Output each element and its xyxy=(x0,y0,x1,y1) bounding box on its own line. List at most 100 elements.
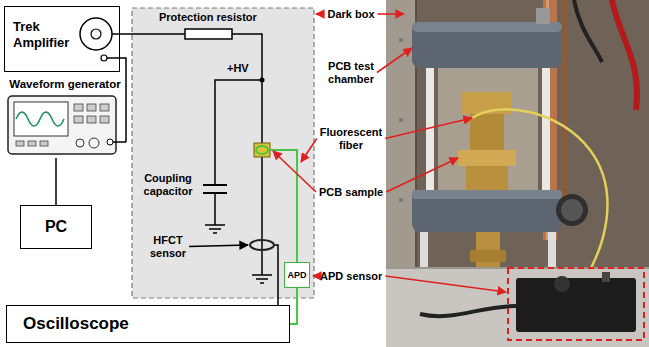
amplifier-symbol xyxy=(107,57,120,59)
part-label: Dark box xyxy=(328,8,375,21)
pcb-sample-symbol xyxy=(256,146,268,154)
node-text: Oscilloscope xyxy=(23,314,129,334)
hv-circuit-wires xyxy=(112,29,278,305)
setup-photo xyxy=(508,268,644,340)
setup-photo xyxy=(458,150,516,166)
setup-photo xyxy=(466,166,508,190)
pc-box: PC xyxy=(20,205,92,249)
generator-icon xyxy=(87,104,96,111)
generator-icon xyxy=(74,116,83,123)
leader-arrow xyxy=(377,48,412,73)
hv-circuit-wires xyxy=(112,33,185,35)
apd-box: APD xyxy=(284,262,310,288)
oscilloscope-box: Oscilloscope xyxy=(6,305,290,343)
generator-icon xyxy=(74,104,83,111)
setup-photo xyxy=(412,190,562,232)
hv-circuit-wires xyxy=(185,29,232,39)
hv-circuit-wires xyxy=(232,34,262,143)
leader-arrow xyxy=(273,151,316,192)
setup-photo xyxy=(516,278,636,332)
connector xyxy=(120,58,126,142)
setup-photo xyxy=(412,22,562,68)
setup-photo xyxy=(420,306,516,316)
hv-circuit-wires xyxy=(274,245,278,305)
leader-arrow xyxy=(301,139,317,163)
setup-photo xyxy=(470,250,506,262)
fluorescent-fiber-line xyxy=(270,150,297,262)
pcb-sample-symbol xyxy=(254,143,270,157)
node-text: PC xyxy=(45,217,67,236)
leader-arrow xyxy=(385,276,506,292)
setup-photo xyxy=(399,198,403,202)
dark-box-region xyxy=(132,8,314,298)
connector xyxy=(55,158,57,205)
hv-circuit-wires xyxy=(261,157,263,275)
setup-photo xyxy=(548,232,556,268)
generator-icon xyxy=(113,141,126,143)
hfct-sensor-symbol xyxy=(250,240,274,250)
connector xyxy=(290,288,297,324)
setup-photo xyxy=(612,0,637,110)
node-text: Trek Amplifier xyxy=(13,19,79,50)
amplifier-symbol xyxy=(80,18,112,50)
hfct-sensor-symbol xyxy=(250,240,274,250)
amplifier-symbol xyxy=(91,29,101,39)
generator-icon xyxy=(107,139,113,145)
generator-icon xyxy=(16,141,24,146)
generator-icon xyxy=(16,112,64,126)
leader-arrow xyxy=(313,275,317,277)
generator-icon xyxy=(76,139,84,147)
setup-photo xyxy=(470,114,504,150)
part-label: +HV xyxy=(227,62,249,75)
hv-circuit-wires xyxy=(215,80,262,185)
hv-circuit-wires xyxy=(214,193,216,225)
generator-icon xyxy=(8,96,116,154)
fluorescent-fiber-line xyxy=(270,150,297,262)
part-label: APD sensor xyxy=(320,270,382,283)
setup-photo xyxy=(542,68,550,192)
leader-arrow xyxy=(385,118,472,139)
pcb-sample-symbol xyxy=(254,143,270,157)
generator-icon xyxy=(89,138,99,148)
part-label: Fluorescent fiber xyxy=(318,126,384,152)
hv-circuit-wires xyxy=(205,225,225,233)
generator-icon xyxy=(40,141,48,146)
generator-icon xyxy=(100,116,109,123)
dark-box-region xyxy=(132,8,314,298)
generator-icon xyxy=(8,96,126,154)
hv-circuit-wires xyxy=(252,275,272,283)
generator-icon xyxy=(87,116,96,123)
generator-icon xyxy=(28,141,36,146)
node-text: APD xyxy=(287,270,306,281)
leader-arrow xyxy=(316,13,325,15)
setup-photo xyxy=(574,0,602,62)
setup-photo xyxy=(386,268,649,347)
part-label: PCB test chamber xyxy=(318,60,384,86)
leader-arrow xyxy=(189,245,248,247)
setup-photo xyxy=(554,276,570,292)
setup-photo xyxy=(399,38,403,42)
hv-circuit-wires xyxy=(203,185,227,193)
amplifier-symbol xyxy=(80,18,120,61)
setup-photo xyxy=(602,272,610,282)
setup-photo xyxy=(438,68,538,192)
setup-photo xyxy=(399,118,403,122)
part-label: Coupling capacitor xyxy=(137,172,199,198)
setup-photo xyxy=(420,232,428,268)
amplifier-symbol xyxy=(101,55,107,61)
node-text: Waveform generator xyxy=(4,78,126,92)
leader-arrow xyxy=(386,158,458,192)
setup-photo xyxy=(386,0,649,347)
part-label: HFCT sensor xyxy=(137,234,199,260)
setup-photo xyxy=(556,194,588,226)
amplifier-box: Trek Amplifier xyxy=(4,6,120,72)
hv-circuit-wires xyxy=(260,78,265,83)
setup-photo xyxy=(386,0,416,280)
leader-arrow xyxy=(378,13,404,15)
setup-photo xyxy=(561,199,583,221)
part-label: Protection resistor xyxy=(159,11,257,24)
